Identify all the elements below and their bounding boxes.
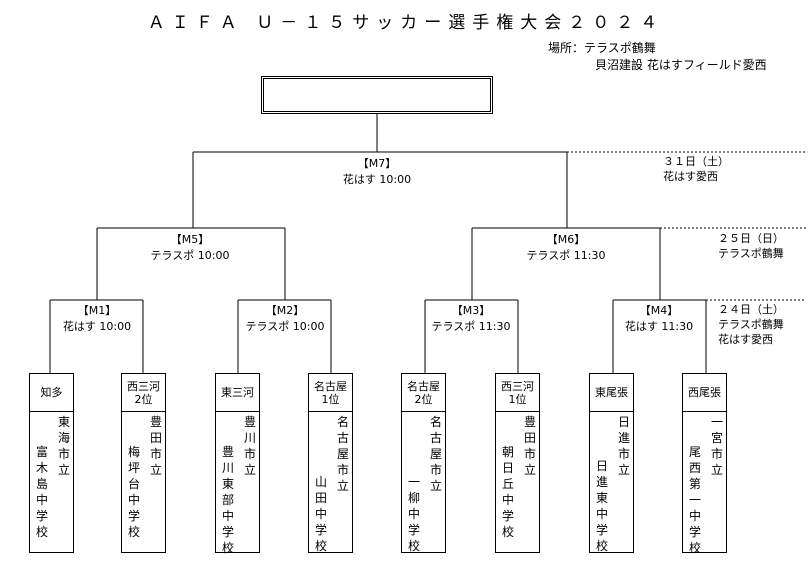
- seed-region: 東尾張: [595, 386, 628, 399]
- match-code: 【M5】: [170, 233, 210, 246]
- team-city: 名古屋市立: [336, 415, 349, 493]
- team-seed: 西三河 1位: [496, 374, 539, 412]
- match-code: 【M2】: [265, 304, 305, 317]
- team-box-4: 名古屋 1位 名古屋市立 山田中学校: [308, 373, 353, 553]
- team-school: 日進東中学校: [595, 459, 608, 553]
- team-seed: 知多: [30, 374, 73, 412]
- team-city: 東海市立: [57, 415, 70, 477]
- match-detail: テラスポ 11:30: [431, 320, 511, 333]
- date-place: テラスポ鶴舞: [718, 318, 784, 331]
- match-m3: 【M3】 テラスポ 11:30: [432, 303, 511, 335]
- match-code: 【M3】: [451, 304, 491, 317]
- team-seed: 名古屋 2位: [402, 374, 445, 412]
- match-code: 【M4】: [639, 304, 679, 317]
- team-seed: 東三河: [216, 374, 259, 412]
- seed-region: 西尾張: [688, 386, 721, 399]
- seed-rank: 1位: [321, 392, 340, 406]
- date-note-25: ２５日（日） テラスポ鶴舞: [718, 231, 784, 261]
- team-box-1: 知多 東海市立 富木島中学校: [29, 373, 74, 553]
- winner-box: [261, 76, 493, 114]
- team-school: 豊川東部中学校: [221, 445, 234, 555]
- team-city: 豊田市立: [523, 415, 536, 477]
- date-note-31: ３１日（土） 花はす愛西: [663, 154, 729, 184]
- page-title: ＡＩＦＡ Ｕ－１５サッカー選手権大会２０２４: [147, 13, 665, 33]
- team-box-5: 名古屋 2位 名古屋市立 一柳中学校: [401, 373, 446, 553]
- team-school: 富木島中学校: [35, 445, 48, 539]
- team-school: 梅坪台中学校: [127, 445, 140, 539]
- seed-rank: 2位: [134, 392, 153, 406]
- match-m5: 【M5】 テラスポ 10:00: [151, 232, 230, 264]
- team-seed: 西三河 2位: [122, 374, 165, 412]
- team-school: 山田中学校: [314, 475, 327, 553]
- seed-region: 名古屋: [314, 379, 347, 393]
- match-detail: テラスポ 11:30: [526, 249, 606, 262]
- team-city: 豊川市立: [243, 415, 256, 477]
- seed-region: 名古屋: [407, 379, 440, 393]
- date-label: ２５日（日）: [718, 232, 784, 245]
- team-box-3: 東三河 豊川市立 豊川東部中学校: [215, 373, 260, 555]
- team-school: 朝日丘中学校: [501, 445, 514, 539]
- match-detail: 花はす 11:30: [624, 320, 694, 333]
- match-code: 【M7】: [357, 157, 397, 170]
- team-city: 日進市立: [617, 415, 630, 477]
- seed-rank: 1位: [508, 392, 527, 406]
- team-box-7: 東尾張 日進市立 日進東中学校: [589, 373, 634, 553]
- team-seed: 東尾張: [590, 374, 633, 412]
- match-m7: 【M7】 花はす 10:00: [343, 156, 411, 188]
- date-label: ３１日（土）: [663, 155, 729, 168]
- date-place: 花はす愛西: [718, 333, 773, 346]
- match-m6: 【M6】 テラスポ 11:30: [527, 232, 606, 264]
- match-detail: 花はす 10:00: [62, 320, 132, 333]
- match-code: 【M1】: [77, 304, 117, 317]
- team-city: 一宮市立: [710, 415, 723, 477]
- team-box-2: 西三河 2位 豊田市立 梅坪台中学校: [121, 373, 166, 553]
- venue-label: 場所：テラスポ鶴舞: [548, 41, 656, 55]
- match-code: 【M6】: [546, 233, 586, 246]
- team-city: 名古屋市立: [429, 415, 442, 493]
- seed-region: 西三河: [127, 379, 160, 393]
- match-m1: 【M1】 花はす 10:00: [63, 303, 131, 335]
- date-place: 花はす愛西: [663, 170, 718, 183]
- seed-region: 西三河: [501, 379, 534, 393]
- team-seed: 名古屋 1位: [309, 374, 352, 412]
- seed-rank: 2位: [414, 392, 433, 406]
- match-m4: 【M4】 花はす 11:30: [625, 303, 693, 335]
- match-detail: テラスポ 10:00: [245, 320, 325, 333]
- seed-region: 知多: [40, 386, 63, 399]
- match-detail: テラスポ 10:00: [150, 249, 230, 262]
- team-city: 豊田市立: [149, 415, 162, 477]
- venue-line2: 貝沼建設 花はすフィールド愛西: [595, 58, 767, 72]
- match-m2: 【M2】 テラスポ 10:00: [246, 303, 325, 335]
- seed-region: 東三河: [221, 386, 254, 399]
- team-box-8: 西尾張 一宮市立 尾西第一中学校: [682, 373, 727, 555]
- team-seed: 西尾張: [683, 374, 726, 412]
- date-label: ２４日（土）: [718, 303, 784, 316]
- match-detail: 花はす 10:00: [342, 173, 412, 186]
- date-place: テラスポ鶴舞: [718, 247, 784, 260]
- team-box-6: 西三河 1位 豊田市立 朝日丘中学校: [495, 373, 540, 553]
- date-note-24: ２４日（土） テラスポ鶴舞 花はす愛西: [718, 302, 784, 347]
- team-school: 一柳中学校: [407, 475, 420, 553]
- team-school: 尾西第一中学校: [688, 445, 701, 555]
